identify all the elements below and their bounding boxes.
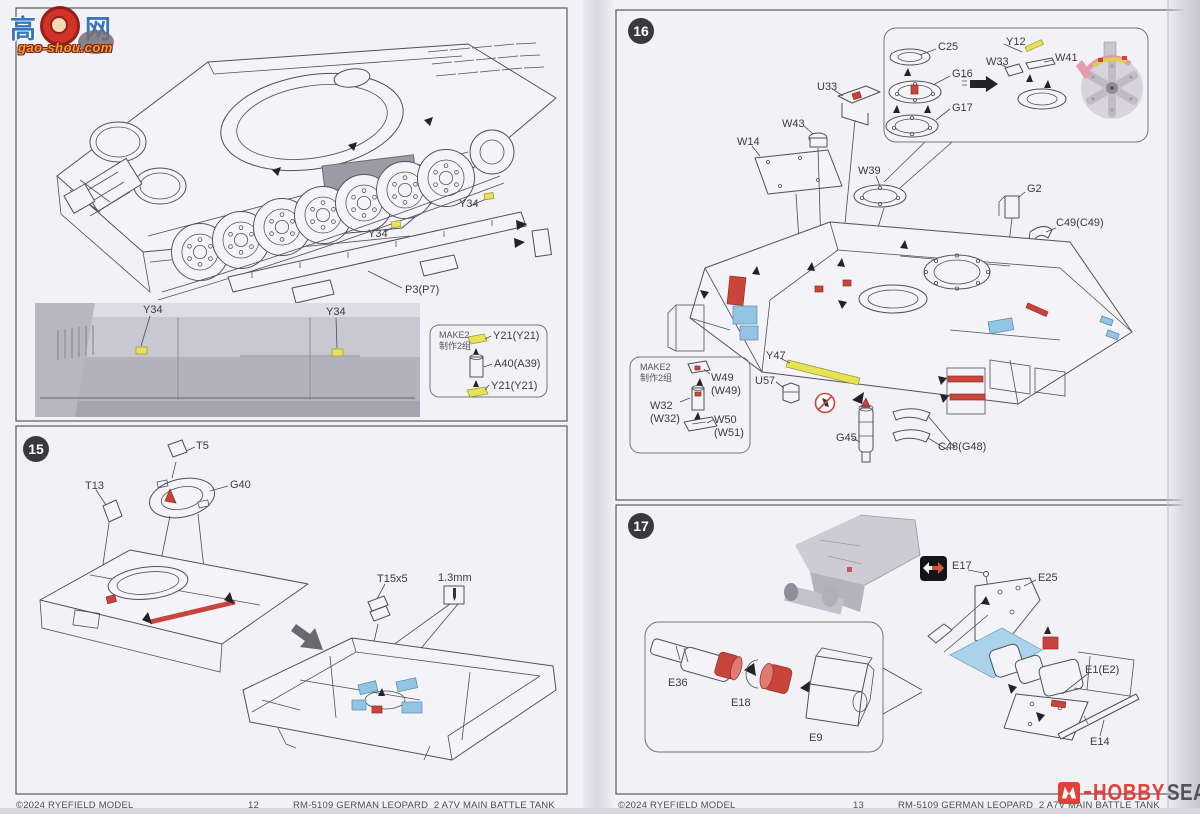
part-label-c49: C49(C49) [1056,217,1104,229]
part-label-e14: E14 [1090,736,1110,748]
part-label-g17: G17 [952,102,973,114]
skirt-photo-render [35,303,420,417]
part-label-w50: W50 (W51) [714,414,744,439]
left-footer-copyright: ©2024 RYEFIELD MODEL [16,800,134,811]
part-label-t15x5: T15x5 [377,573,408,585]
left-footer-kit-title: RM-5109 GERMAN LEOPARD 2 A7V MAIN BATTLE… [293,800,555,811]
part-label-w32: W32 (W32) [650,400,680,425]
gaoshou-thumb-icon [78,30,114,54]
make2-subtitle: 制作2组 [439,341,472,351]
movable-part-icon [920,556,947,581]
hobbysearch-dash [1084,791,1091,794]
make2-subassembly-box-16 [629,356,751,454]
part-label-g16: G16 [952,68,973,80]
gaoshou-char-left: 高 [10,14,37,44]
page-right-edge [1164,0,1200,814]
engine-grille [427,42,545,77]
step15-art [39,439,557,761]
make2-subtitle: 制作2组 [640,373,673,383]
part-label-c25: C25 [938,41,959,53]
no-glue-icon [814,392,836,414]
page-bottom-edge [0,808,1200,814]
part-label-e9: E9 [809,732,823,744]
part-label-c48: C48(G48) [938,441,987,453]
part-label-y34-photo: Y34 [326,306,346,318]
part-label-t5: T5 [196,440,209,452]
side-skirt-part-art [227,211,552,304]
right-footer-copyright: ©2024 RYEFIELD MODEL [618,800,736,811]
part-label-w41: W41 [1055,52,1078,64]
part-label-w14: W14 [737,136,760,148]
part-label-g45: G45 [836,432,857,444]
tank-hull-iso-art [56,42,557,304]
part-label-drill-size: 1.3mm [438,572,472,584]
step-17-badge: 17 [628,513,654,539]
part-label-y34-photo: Y34 [143,304,163,316]
hobbysearch-word-search: SEARCH [1167,779,1200,805]
part-label-y34: Y34 [459,198,479,210]
step-15-badge: 15 [23,436,49,462]
make2-title: MAKE2 [439,330,470,340]
part-label-e18: E18 [731,697,751,709]
page-gutter-shadow [583,0,614,814]
part-label-y34: Y34 [368,228,388,240]
hobbysearch-word-hobby: HOBBY [1093,779,1166,805]
hobbysearch-watermark: HOBBY SEARCH [1058,779,1200,806]
part-label-y21: Y21(Y21) [493,330,540,342]
muzzle-callout-box [644,621,923,753]
part-label-w39: W39 [858,165,881,177]
part-label-e1: E1(E2) [1085,664,1120,676]
part-label-p3: P3(P7) [405,284,440,296]
part-label-u57: U57 [755,375,776,387]
part-label-e36: E36 [668,677,688,689]
hub-color-photo [1076,41,1143,119]
gaoshou-url: gao-shou.com [18,40,113,55]
part-label-y12: Y12 [1006,36,1026,48]
part-label-y47: Y47 [766,350,786,362]
make2-subassembly-box-14 [429,324,548,398]
gaoshou-watermark: 高 网 gao-shou.com [10,6,200,55]
part-label-a40: A40(A39) [494,358,541,370]
part-label-y21: Y21(Y21) [491,380,538,392]
right-footer-page-number: 13 [853,800,864,811]
step16-art [629,27,1149,463]
part-label-g2: G2 [1027,183,1042,195]
part-label-e17: E17 [952,560,972,572]
mantlet-color-render [784,514,921,615]
step-16-badge: 16 [628,18,654,44]
part-label-g40: G40 [230,479,251,491]
make2-title: MAKE2 [640,362,671,372]
gaoshou-gear-icon [40,6,81,46]
step17-art [644,514,1140,753]
part-label-e25: E25 [1038,572,1058,584]
part-label-w33: W33 [986,56,1009,68]
hobbysearch-logo-icon [1058,781,1080,804]
part-label-u33: U33 [817,81,838,93]
part-label-t13: T13 [85,480,104,492]
right-footer-kit-title: RM-5109 GERMAN LEOPARD 2 A7V MAIN BATTLE… [898,800,1160,811]
left-footer-page-number: 12 [248,800,259,811]
part-label-w43: W43 [782,118,805,130]
part-label-w49: W49 (W49) [711,372,741,397]
